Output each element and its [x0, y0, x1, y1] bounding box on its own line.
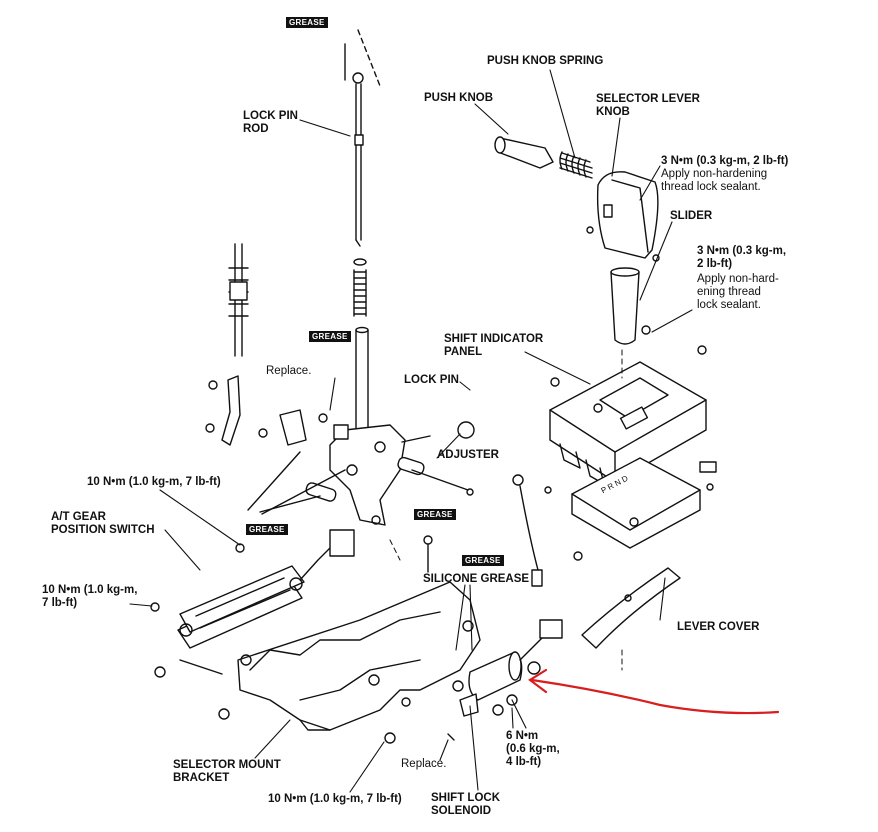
grease-tag: GREASE: [414, 509, 456, 520]
grease-tag: GREASE: [309, 331, 351, 342]
label-lock-pin: LOCK PIN: [404, 374, 459, 386]
lever-cover: [581, 567, 681, 649]
label-slider: SLIDER: [670, 210, 713, 222]
selector-mount-bracket: [154, 535, 481, 744]
label-replace-2: Replace.: [401, 758, 447, 770]
label-torque-10nm-1: 10 N•m (1.0 kg-m, 7 lb-ft): [87, 476, 221, 488]
assembly-guides: [389, 349, 623, 671]
label-sealant-2: Apply non-hard- ening thread lock sealan…: [697, 273, 779, 311]
shift-lock-solenoid: [447, 619, 563, 741]
label-torque-10nm-3: 10 N•m (1.0 kg-m, 7 lb-ft): [268, 793, 402, 805]
label-selector-lever-knob: SELECTOR LEVER KNOB: [596, 93, 700, 118]
at-gear-position-switch: [150, 529, 355, 649]
slider: [610, 267, 640, 345]
label-at-gear-position-switch: A/T GEAR POSITION SWITCH: [51, 511, 155, 536]
label-shift-indicator-panel: SHIFT INDICATOR PANEL: [444, 333, 544, 358]
label-torque-10nm-2: 10 N•m (1.0 kg-m, 7 lb-ft): [42, 584, 138, 609]
label-torque-3nm-1: 3 N•m (0.3 kg-m, 2 lb-ft): [661, 155, 789, 167]
label-push-knob: PUSH KNOB: [424, 92, 494, 104]
indicator-lower-housing: [571, 457, 717, 561]
rod-spring: [353, 258, 367, 317]
detent-bracket: [205, 375, 307, 446]
selector-lever-knob: [586, 171, 660, 262]
indicator-lamp-wire: [512, 474, 552, 587]
lever-bracket: [329, 424, 431, 526]
label-replace-1: Replace.: [266, 365, 312, 377]
label-torque-6nm: 6 N•m (0.6 kg-m, 4 lb-ft): [506, 730, 560, 768]
lock-pin-rod: [352, 72, 364, 247]
label-selector-mount-bracket: SELECTOR MOUNT BRACKET: [173, 759, 281, 784]
push-knob-spring: [559, 151, 593, 179]
label-shift-lock-solenoid: SHIFT LOCK SOLENOID: [431, 792, 500, 817]
leader-lines: [129, 69, 693, 793]
bushings: [305, 413, 475, 502]
grease-tag: GREASE: [462, 555, 504, 566]
label-silicone-grease: SILICONE GREASE: [423, 573, 530, 585]
highlight-arrow: [528, 668, 780, 715]
grease-tag: GREASE: [246, 524, 288, 535]
label-lever-cover: LEVER COVER: [677, 621, 760, 633]
label-sealant-1: Apply non-hardening thread lock sealant.: [661, 168, 768, 193]
grease-tag: GREASE: [286, 17, 328, 28]
shift-cable: [228, 243, 249, 357]
label-adjuster: ADJUSTER: [437, 449, 499, 461]
label-torque-3nm-2: 3 N•m (0.3 kg-m, 2 lb-ft): [697, 245, 787, 270]
label-push-knob-spring: PUSH KNOB SPRING: [487, 55, 604, 67]
label-lock-pin-rod: LOCK PIN ROD: [243, 110, 298, 135]
push-knob: [494, 136, 554, 169]
